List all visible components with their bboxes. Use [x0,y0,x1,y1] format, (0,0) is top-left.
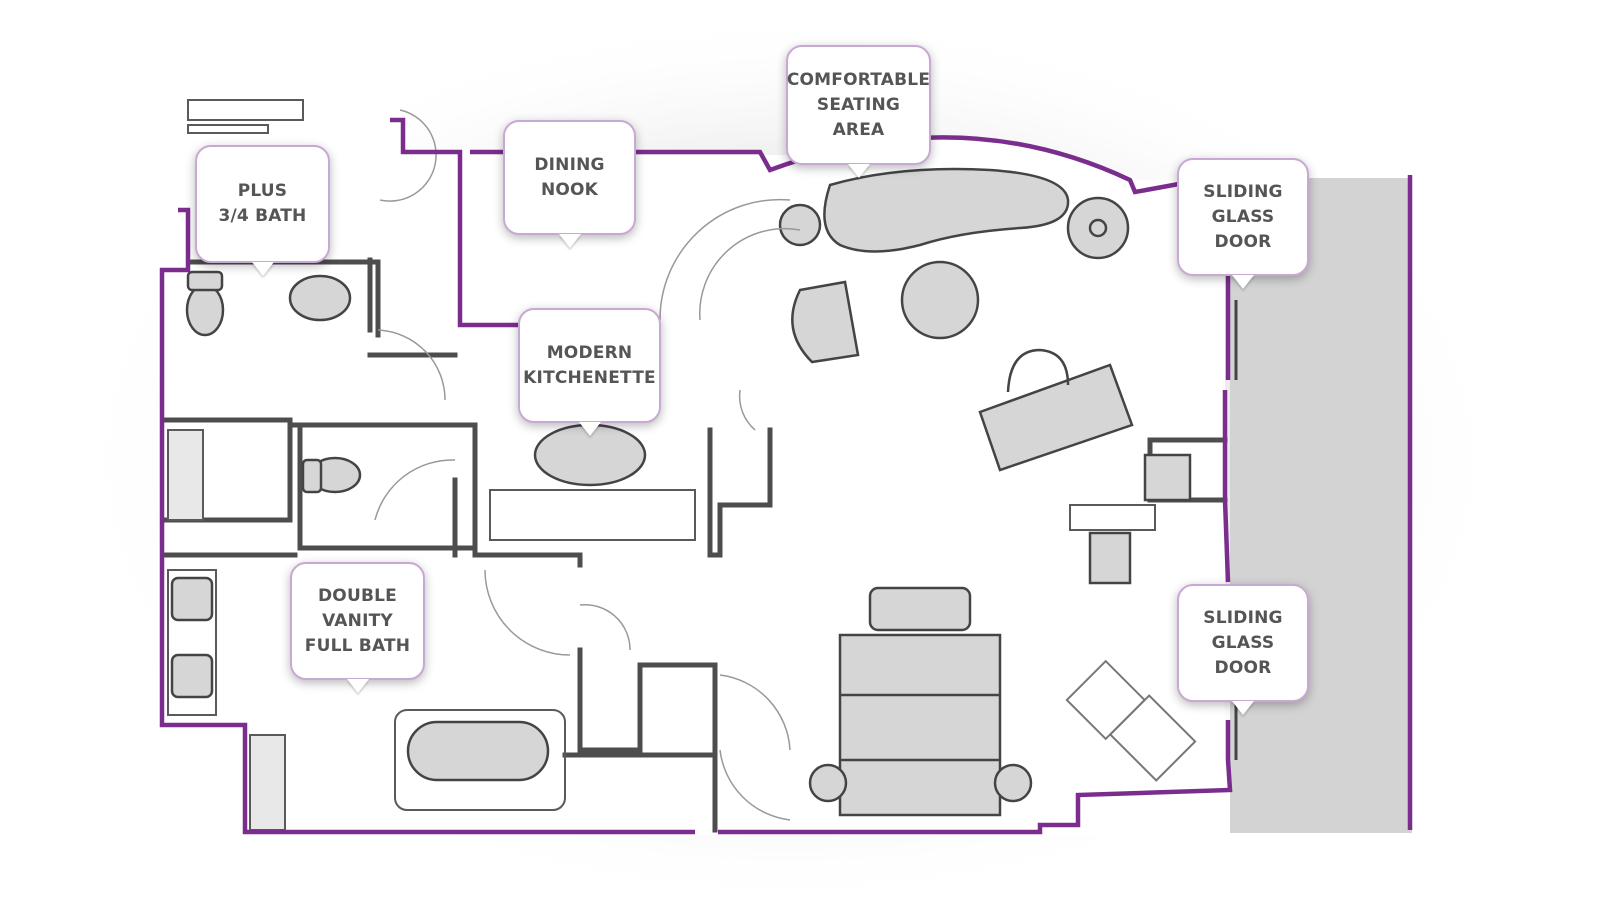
callout-seating-area-text: COMFORTABLE SEATING AREA [786,69,931,140]
bath-fixtures [170,270,550,782]
toilet-upper [185,283,225,337]
sink-upper [288,274,352,322]
callout-plus-bath-text: PLUS 3/4 BATH [218,181,307,226]
callout-plus-bath: PLUS 3/4 BATH [195,145,330,263]
interior-walls [162,257,1228,833]
ottoman [1088,531,1132,585]
side-table-left [778,203,822,247]
callout-kitchenette: MODERN KITCHENETTE [518,308,661,423]
bathtub [406,720,550,782]
callout-sliding-door-top: SLIDING GLASS DOOR [1177,158,1309,276]
furniture [533,167,1192,817]
coffee-table [900,260,980,340]
exterior-terrace [1230,178,1412,833]
callout-seating-area: COMFORTABLE SEATING AREA [786,45,931,165]
callout-dining-nook-text: DINING NOOK [534,154,605,200]
bed [838,633,1002,817]
sofa [823,167,1070,253]
armchair [791,280,860,364]
side-table-right [1066,196,1130,260]
door-swings [374,109,801,821]
cabinetry [167,99,1156,831]
sink-vanity-1 [170,576,214,622]
lounge-chairs [1065,659,1197,782]
callout-sliding-door-bottom-text: SLIDING GLASS DOOR [1203,607,1283,678]
sink-vanity-2 [170,653,214,699]
headboard-pillows [868,586,972,632]
callout-vanity-bath-text: DOUBLE VANITY FULL BATH [304,585,411,656]
callout-kitchenette-text: MODERN KITCHENETTE [523,342,656,388]
callout-vanity-bath: DOUBLE VANITY FULL BATH [290,562,425,680]
callout-sliding-door-bottom: SLIDING GLASS DOOR [1177,584,1309,702]
callout-dining-nook: DINING NOOK [503,120,636,235]
desk-chair [1006,348,1070,393]
callout-sliding-door-top-text: SLIDING GLASS DOOR [1203,181,1283,252]
nightstand-lamp-left [808,763,848,803]
nightstand-lamp-right [993,763,1033,803]
